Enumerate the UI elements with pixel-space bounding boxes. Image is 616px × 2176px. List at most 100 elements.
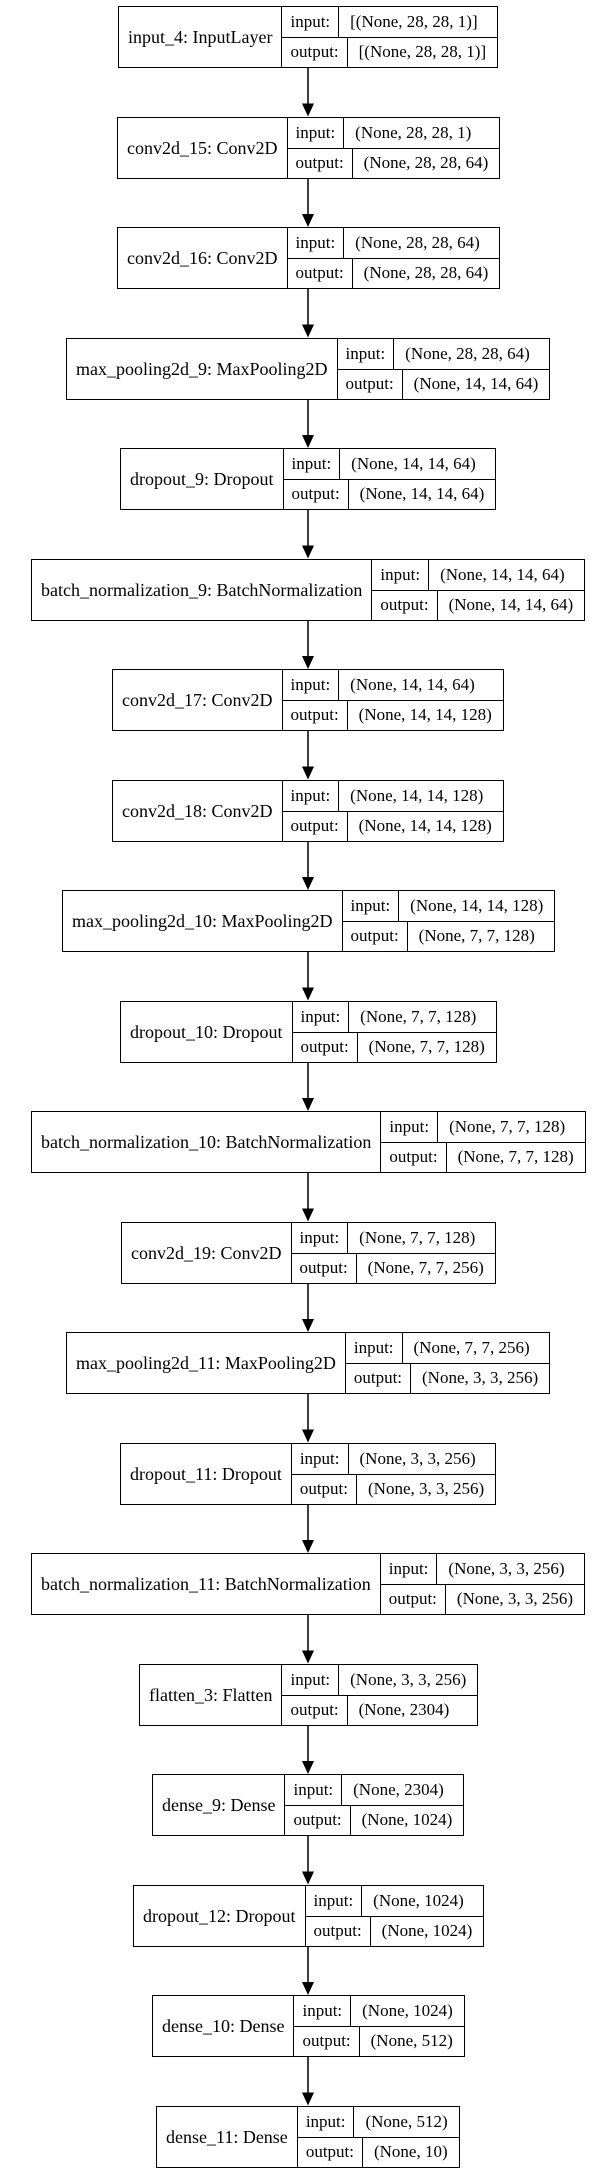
output-row: output:(None, 10) bbox=[298, 2137, 459, 2167]
layer-name: max_pooling2d_11: MaxPooling2D bbox=[67, 1333, 346, 1393]
io-table: input:(None, 14, 14, 64)output:(None, 14… bbox=[283, 449, 496, 509]
input-key: input: bbox=[343, 891, 400, 921]
input-row: input:(None, 14, 14, 128) bbox=[342, 891, 555, 922]
input-key: input: bbox=[372, 560, 430, 590]
output-key: output: bbox=[282, 1695, 348, 1725]
input-key: input: bbox=[283, 670, 340, 700]
output-shape: (None, 1024) bbox=[381, 1921, 473, 1941]
input-shape: (None, 28, 28, 1) bbox=[355, 122, 472, 142]
output-key: output: bbox=[306, 1916, 371, 1946]
input-shape: (None, 3, 3, 256) bbox=[359, 1448, 476, 1468]
io-table: input:(None, 14, 14, 64)output:(None, 14… bbox=[372, 560, 585, 620]
output-shape: (None, 7, 7, 128) bbox=[418, 926, 535, 946]
edge-arrow bbox=[302, 1283, 314, 1332]
output-key: output: bbox=[381, 1142, 447, 1172]
io-table: input:(None, 7, 7, 128)output:(None, 7, … bbox=[381, 1112, 585, 1172]
io-table: input:[(None, 28, 28, 1)]output:[(None, … bbox=[282, 7, 498, 67]
io-table: input:(None, 1024)output:(None, 512) bbox=[294, 1996, 464, 2056]
input-key: input: bbox=[346, 1333, 403, 1363]
output-row: output:(None, 14, 14, 128) bbox=[283, 700, 503, 730]
input-row: input:(None, 1024) bbox=[294, 1996, 464, 2027]
input-shape: (None, 14, 14, 128) bbox=[350, 785, 484, 805]
output-row: output:(None, 3, 3, 256) bbox=[381, 1584, 584, 1614]
output-row: output:(None, 14, 14, 64) bbox=[372, 590, 584, 620]
layer-name: batch_normalization_10: BatchNormalizati… bbox=[32, 1112, 382, 1172]
input-row: input:(None, 14, 14, 64) bbox=[372, 560, 585, 591]
edge-arrow bbox=[302, 1062, 314, 1111]
output-key: output: bbox=[343, 921, 408, 951]
output-key: output: bbox=[338, 369, 403, 399]
input-key: input: bbox=[288, 228, 345, 258]
output-row: output:[(None, 28, 28, 1)] bbox=[282, 37, 497, 67]
input-shape: (None, 7, 7, 128) bbox=[359, 1227, 476, 1247]
output-shape: (None, 1024) bbox=[361, 1810, 453, 1830]
output-shape: (None, 14, 14, 64) bbox=[359, 484, 485, 504]
io-table: input: (None, 28, 28, 1) output:(None, 28,… bbox=[287, 118, 500, 178]
output-row: output:(None, 2304) bbox=[282, 1695, 477, 1725]
input-row: input:(None, 7, 7, 128) bbox=[381, 1112, 585, 1143]
output-key: output: bbox=[372, 590, 438, 620]
output-key: output: bbox=[288, 258, 353, 288]
edge-arrow bbox=[302, 1615, 314, 1664]
edge-arrow bbox=[302, 841, 314, 890]
output-shape: (None, 14, 14, 64) bbox=[413, 374, 539, 394]
input-key: input: bbox=[381, 1554, 438, 1584]
layer-name: batch_normalization_9: BatchNormalizatio… bbox=[32, 560, 373, 620]
input-shape: (None, 1024) bbox=[362, 2000, 453, 2020]
edge-arrow bbox=[302, 952, 314, 1001]
output-row: output:(None, 1024) bbox=[285, 1805, 463, 1835]
input-key: input: bbox=[282, 1665, 340, 1695]
input-shape: (None, 7, 7, 256) bbox=[413, 1337, 530, 1357]
input-shape: (None, 3, 3, 256) bbox=[448, 1558, 565, 1578]
output-shape: (None, 512) bbox=[370, 2031, 453, 2051]
input-shape: (None, 2304) bbox=[353, 1779, 444, 1799]
input-row: input:(None, 14, 14, 64) bbox=[282, 670, 503, 701]
output-row: output:(None, 28, 28, 64) bbox=[288, 148, 500, 178]
output-shape: (None, 10) bbox=[373, 2142, 448, 2162]
output-shape: (None, 3, 3, 256) bbox=[422, 1368, 539, 1388]
io-table: input: (None, 2304) output:(None, 1024) bbox=[285, 1775, 464, 1835]
input-key: input: bbox=[292, 1223, 349, 1253]
output-shape: (None, 7, 7, 128) bbox=[368, 1037, 485, 1057]
layer-node: batch_normalization_10: BatchNormalizati… bbox=[31, 1111, 586, 1173]
layer-node: batch_normalization_11: BatchNormalizati… bbox=[31, 1553, 586, 1615]
input-row: input: (None, 28, 28, 1) bbox=[287, 118, 500, 149]
output-shape: (None, 28, 28, 64) bbox=[363, 153, 489, 173]
output-row: output:(None, 3, 3, 256) bbox=[292, 1474, 495, 1504]
input-key: input: bbox=[288, 118, 345, 148]
output-key: output: bbox=[292, 1474, 357, 1504]
layer-name: dropout_12: Dropout bbox=[134, 1886, 306, 1946]
input-row: input:(None, 28, 28, 64) bbox=[287, 228, 500, 259]
layer-name: dense_11: Dense bbox=[157, 2107, 298, 2167]
output-row: output: (None, 1024) bbox=[306, 1916, 484, 1946]
io-table: input:(None, 7, 7, 128)output:(None, 7, … bbox=[292, 1002, 496, 1062]
layer-name: dropout_10: Dropout bbox=[121, 1002, 293, 1062]
input-shape: (None, 7, 7, 128) bbox=[449, 1116, 566, 1136]
output-row: output:(None, 512) bbox=[294, 2026, 463, 2056]
output-shape: (None, 7, 7, 128) bbox=[457, 1147, 574, 1167]
io-table: input: (None, 3, 3, 256) output:(None, 3, … bbox=[380, 1554, 585, 1614]
input-shape: (None, 28, 28, 64) bbox=[405, 343, 530, 363]
input-row: input: (None, 7, 7, 256) bbox=[345, 1333, 550, 1364]
io-table: input:(None, 14, 14, 128)output: (None, 7… bbox=[342, 891, 555, 951]
input-key: input: bbox=[285, 1775, 343, 1805]
edge-arrow bbox=[302, 620, 314, 669]
io-table: input:(None, 3, 3, 256)output:(None, 3, … bbox=[291, 1444, 496, 1504]
output-key: output: bbox=[346, 1363, 412, 1393]
input-key: input: bbox=[298, 2107, 355, 2137]
output-row: output:(None, 14, 14, 128) bbox=[283, 811, 503, 841]
io-table: input: (None, 7, 7, 256)output: (None, 3, … bbox=[345, 1333, 550, 1393]
edge-arrow bbox=[302, 1394, 314, 1443]
